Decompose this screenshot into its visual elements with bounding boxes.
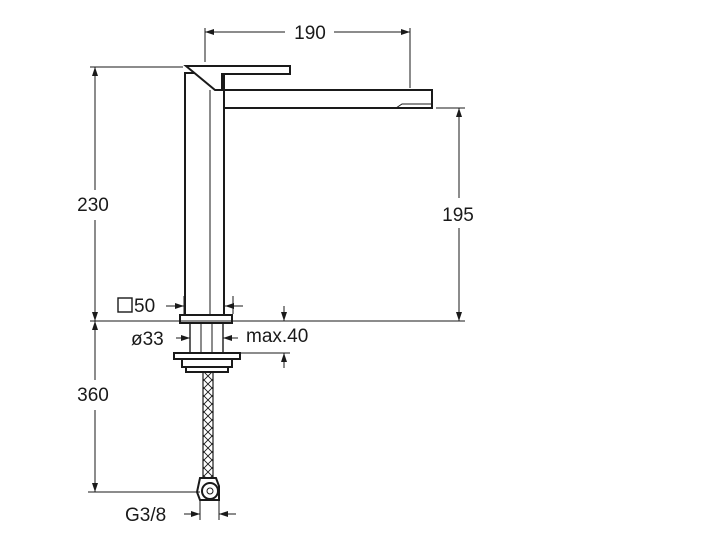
connector-bore (206, 487, 214, 495)
square-section-icon (117, 297, 133, 313)
total-height-label: 230 (77, 195, 109, 216)
spout-reach-label: 190 (294, 23, 326, 44)
body-width-label: 50 (134, 296, 155, 317)
dimension-connection-thread: G3/8 (125, 500, 236, 526)
mounting-assembly (173, 323, 241, 373)
faucet-outline (179, 65, 433, 324)
spout-height-label: 195 (442, 205, 474, 226)
base-ring (179, 314, 233, 324)
hose-length-label: 360 (77, 385, 109, 406)
dimension-body-width: 50 (117, 296, 243, 317)
dimension-total-height: 230 (77, 66, 183, 321)
dimension-spout-reach: 190 (204, 23, 411, 88)
dimension-spout-height: 195 (436, 107, 474, 321)
dimension-hose-length: 360 (77, 321, 200, 493)
fixing-nut (181, 358, 233, 368)
hole-diameter-label: ø33 (131, 329, 164, 350)
dimension-deck-thickness: max.40 (238, 306, 308, 368)
faucet-body (184, 72, 225, 316)
nut-base (185, 366, 229, 373)
deck-thickness-label: max.40 (246, 326, 308, 347)
connection-thread-label: G3/8 (125, 505, 166, 526)
dimension-hole-diameter: ø33 (131, 329, 238, 350)
lever-handle (183, 65, 291, 91)
braided-hose (195, 371, 220, 501)
spout-aerator (395, 103, 432, 109)
connector-nut (201, 482, 219, 500)
